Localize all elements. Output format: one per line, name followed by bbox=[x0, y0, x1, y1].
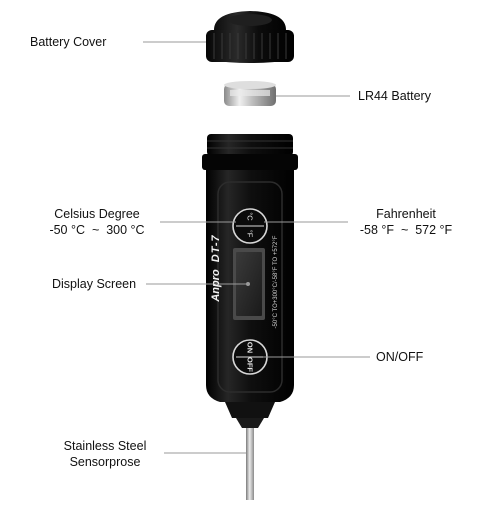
button-top-lower-text: °F bbox=[245, 229, 255, 238]
celsius-fahrenheit-button[interactable] bbox=[232, 208, 268, 244]
display-screen-label: Display Screen bbox=[52, 277, 137, 291]
model-name: DT-7 bbox=[210, 234, 222, 263]
thermometer-body bbox=[202, 134, 298, 428]
celsius-range: -50 °C ~ 300 °C bbox=[49, 223, 145, 237]
brand-name: Anpro bbox=[210, 269, 222, 302]
battery-label: LR44 Battery bbox=[358, 89, 431, 103]
stainless-steel-probe bbox=[246, 428, 254, 500]
fahrenheit-range: -58 °F ~ 572 °F bbox=[359, 223, 453, 237]
fahrenheit-title: Fahrenheit bbox=[376, 207, 436, 221]
leader-lines bbox=[143, 41, 370, 454]
button-top-upper-text: °C bbox=[245, 212, 255, 221]
probe-label-line2: Sensorprose bbox=[69, 455, 141, 469]
probe-label: Stainless Steel Sensorprose bbox=[50, 438, 160, 470]
celsius-title: Celsius Degree bbox=[54, 207, 140, 221]
celsius-label: Celsius Degree -50 °C ~ 300 °C bbox=[38, 206, 156, 238]
fahrenheit-label: Fahrenheit -58 °F ~ 572 °F bbox=[350, 206, 462, 238]
on-off-label: ON/OFF bbox=[376, 350, 424, 364]
battery-cover-label: Battery Cover bbox=[30, 35, 107, 49]
display-leader-dot bbox=[246, 282, 250, 286]
button-bottom-lower-text: OFF bbox=[245, 357, 255, 372]
lr44-battery bbox=[224, 81, 276, 106]
probe-label-line1: Stainless Steel bbox=[63, 439, 147, 453]
battery-cover bbox=[206, 11, 294, 63]
